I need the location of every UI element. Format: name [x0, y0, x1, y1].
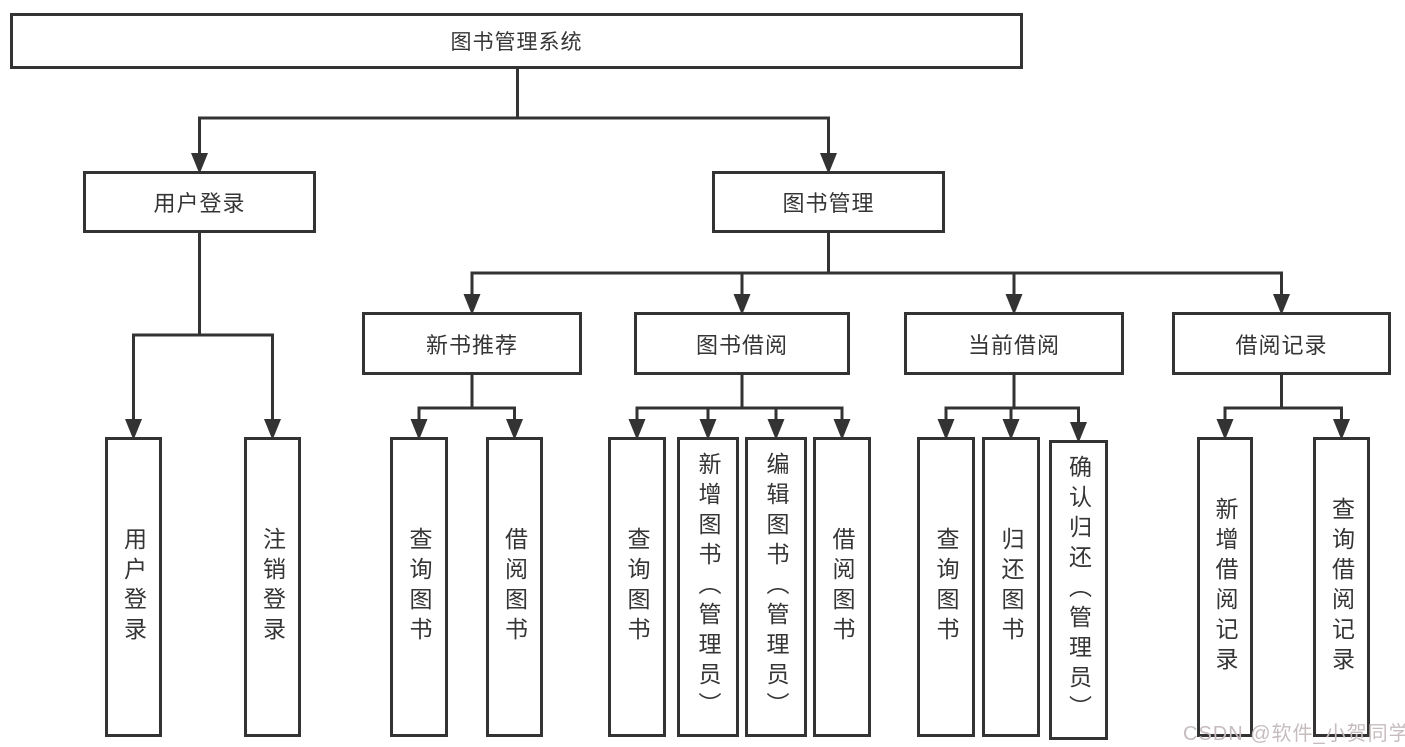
node-book-management: 图书管理	[712, 171, 945, 233]
leaf-logout-label: 注销登录	[259, 527, 286, 647]
watermark: CSDN @软件_小贺同学	[1183, 723, 1405, 745]
leaf-query-books-2: 查询图书	[608, 437, 666, 737]
leaf-borrow-books-1-label: 借阅图书	[501, 527, 528, 647]
leaf-query-borrow-record: 查询借阅记录	[1313, 437, 1370, 737]
leaf-edit-book-admin-label: 编辑图书（管理员）	[763, 452, 789, 722]
leaf-query-borrow-record-label: 查询借阅记录	[1328, 497, 1355, 677]
leaf-return-books: 归还图书	[982, 437, 1040, 737]
leaf-query-books-2-label: 查询图书	[624, 527, 650, 647]
leaf-edit-book-admin: 编辑图书（管理员）	[745, 437, 807, 737]
node-borrow-records: 借阅记录	[1172, 312, 1391, 375]
leaf-add-book-admin: 新增图书（管理员）	[677, 437, 739, 737]
leaf-add-borrow-record: 新增借阅记录	[1197, 437, 1253, 737]
leaf-query-books-1-label: 查询图书	[406, 527, 432, 647]
node-user-login: 用户登录	[83, 171, 316, 233]
leaf-query-books-3: 查询图书	[917, 437, 975, 737]
leaf-borrow-books-2-label: 借阅图书	[829, 527, 855, 647]
node-book-borrow: 图书借阅	[634, 312, 850, 375]
leaf-logout: 注销登录	[244, 437, 301, 737]
leaf-borrow-books-2: 借阅图书	[813, 437, 871, 737]
leaf-add-book-admin-label: 新增图书（管理员）	[695, 452, 721, 722]
leaf-query-books-1: 查询图书	[390, 437, 448, 737]
leaf-add-borrow-record-label: 新增借阅记录	[1212, 497, 1238, 677]
leaf-borrow-books-1: 借阅图书	[486, 437, 543, 737]
leaf-query-books-3-label: 查询图书	[933, 527, 959, 647]
node-current-borrow: 当前借阅	[904, 312, 1124, 375]
leaf-confirm-return-admin: 确认归还（管理员）	[1049, 440, 1108, 740]
leaf-user-login-label: 用户登录	[120, 527, 147, 647]
node-new-book-recommend: 新书推荐	[362, 312, 582, 375]
node-root: 图书管理系统	[10, 13, 1023, 69]
leaf-confirm-return-admin-label: 确认归还（管理员）	[1065, 455, 1092, 725]
leaf-return-books-label: 归还图书	[998, 527, 1024, 647]
leaf-user-login: 用户登录	[105, 437, 162, 737]
